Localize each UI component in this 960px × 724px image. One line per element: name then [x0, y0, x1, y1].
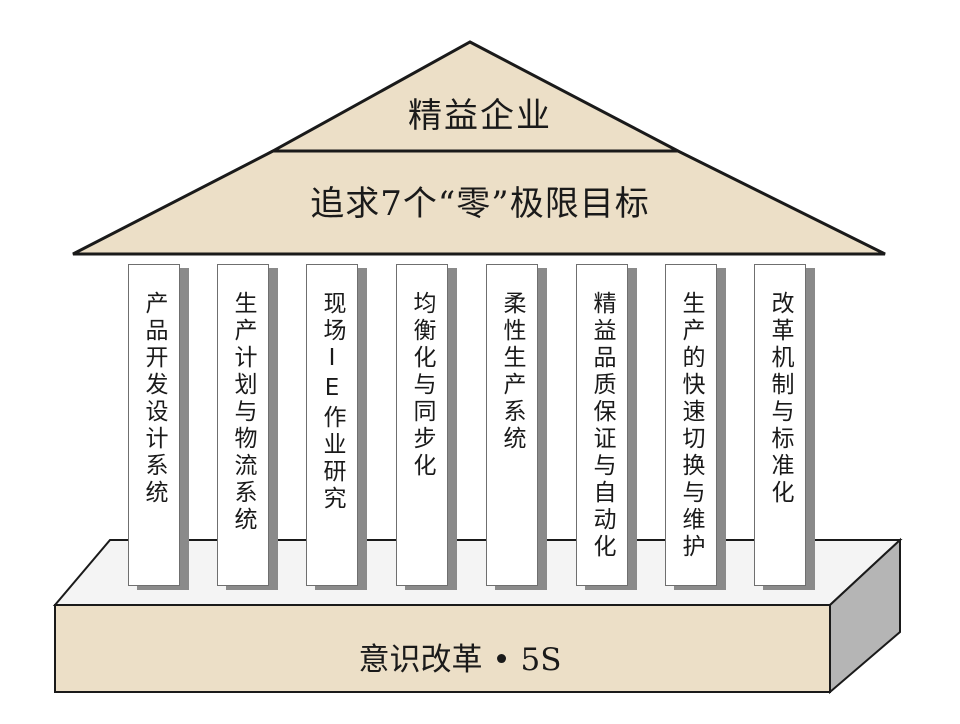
pillar-1-label: 产品开发设计系统 — [141, 291, 167, 507]
roof-top-label: 精益企业 — [408, 96, 552, 136]
roof-bottom-label: 追求7个“零”极限目标 — [310, 184, 650, 224]
pillar-6-label: 精益品质保证与自动化 — [589, 291, 615, 561]
pillar-5-label: 柔性生产系统 — [499, 291, 525, 453]
pillar-4-label: 均衡化与同步化 — [409, 291, 435, 480]
pillar-3-label: 现场IE作业研究 — [319, 291, 345, 513]
base-label: 意识改革 • 5S — [358, 642, 562, 678]
roof-top-triangle — [267, 40, 679, 153]
pillar-3: 现场IE作业研究 — [306, 264, 358, 586]
pillar-5: 柔性生产系统 — [486, 264, 538, 586]
pillar-7: 生产的快速切换与维护 — [665, 264, 717, 586]
pillar-7-label: 生产的快速切换与维护 — [678, 291, 704, 561]
pillar-6: 精益品质保证与自动化 — [576, 264, 628, 586]
pillar-2: 生产计划与物流系统 — [217, 264, 269, 586]
pillar-1: 产品开发设计系统 — [128, 264, 180, 586]
pillar-2-label: 生产计划与物流系统 — [230, 291, 256, 534]
base-front-face — [54, 604, 831, 693]
pillar-8-label: 改革机制与标准化 — [767, 291, 793, 507]
pillar-4: 均衡化与同步化 — [396, 264, 448, 586]
pillar-8: 改革机制与标准化 — [754, 264, 806, 586]
